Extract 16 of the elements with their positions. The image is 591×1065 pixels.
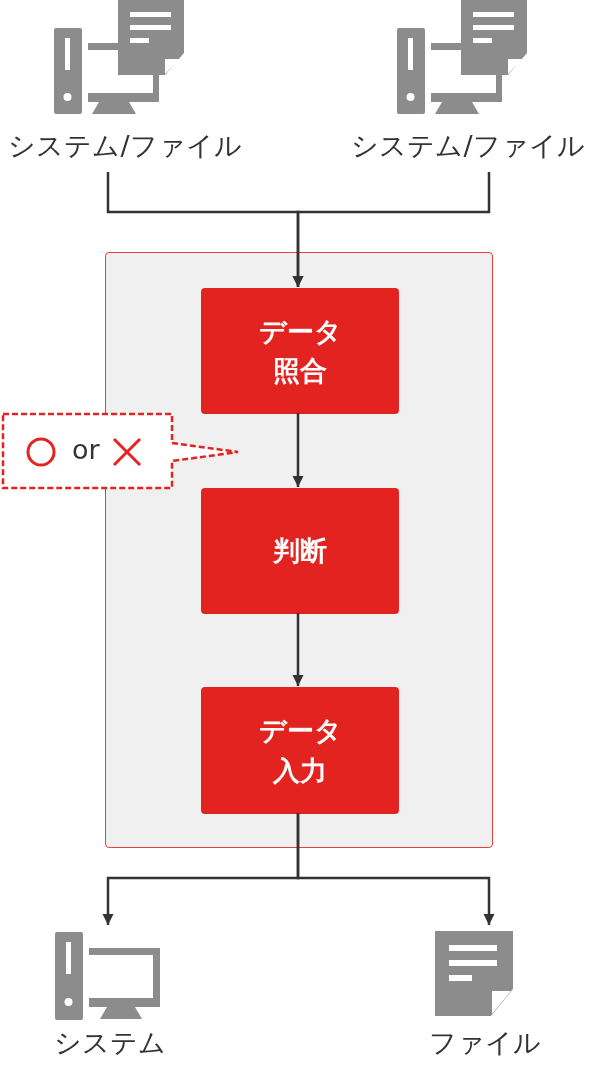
arrow xyxy=(292,613,304,686)
callout-text: or xyxy=(72,433,100,467)
node-label: システム/ファイル xyxy=(350,129,586,163)
node-label: システム/ファイル xyxy=(7,129,243,163)
arrow xyxy=(292,413,304,487)
process-label: データ入力 xyxy=(257,714,343,788)
node-label: ファイル xyxy=(428,1026,542,1060)
arrow xyxy=(296,813,495,925)
arrow xyxy=(292,172,491,287)
node-label: システム xyxy=(53,1026,167,1060)
panel-background xyxy=(105,252,493,848)
process-label: 判断 xyxy=(272,534,328,569)
process-box xyxy=(201,288,399,414)
process-box xyxy=(201,687,399,814)
process-box xyxy=(201,488,399,614)
process-label: データ照合 xyxy=(257,314,343,388)
